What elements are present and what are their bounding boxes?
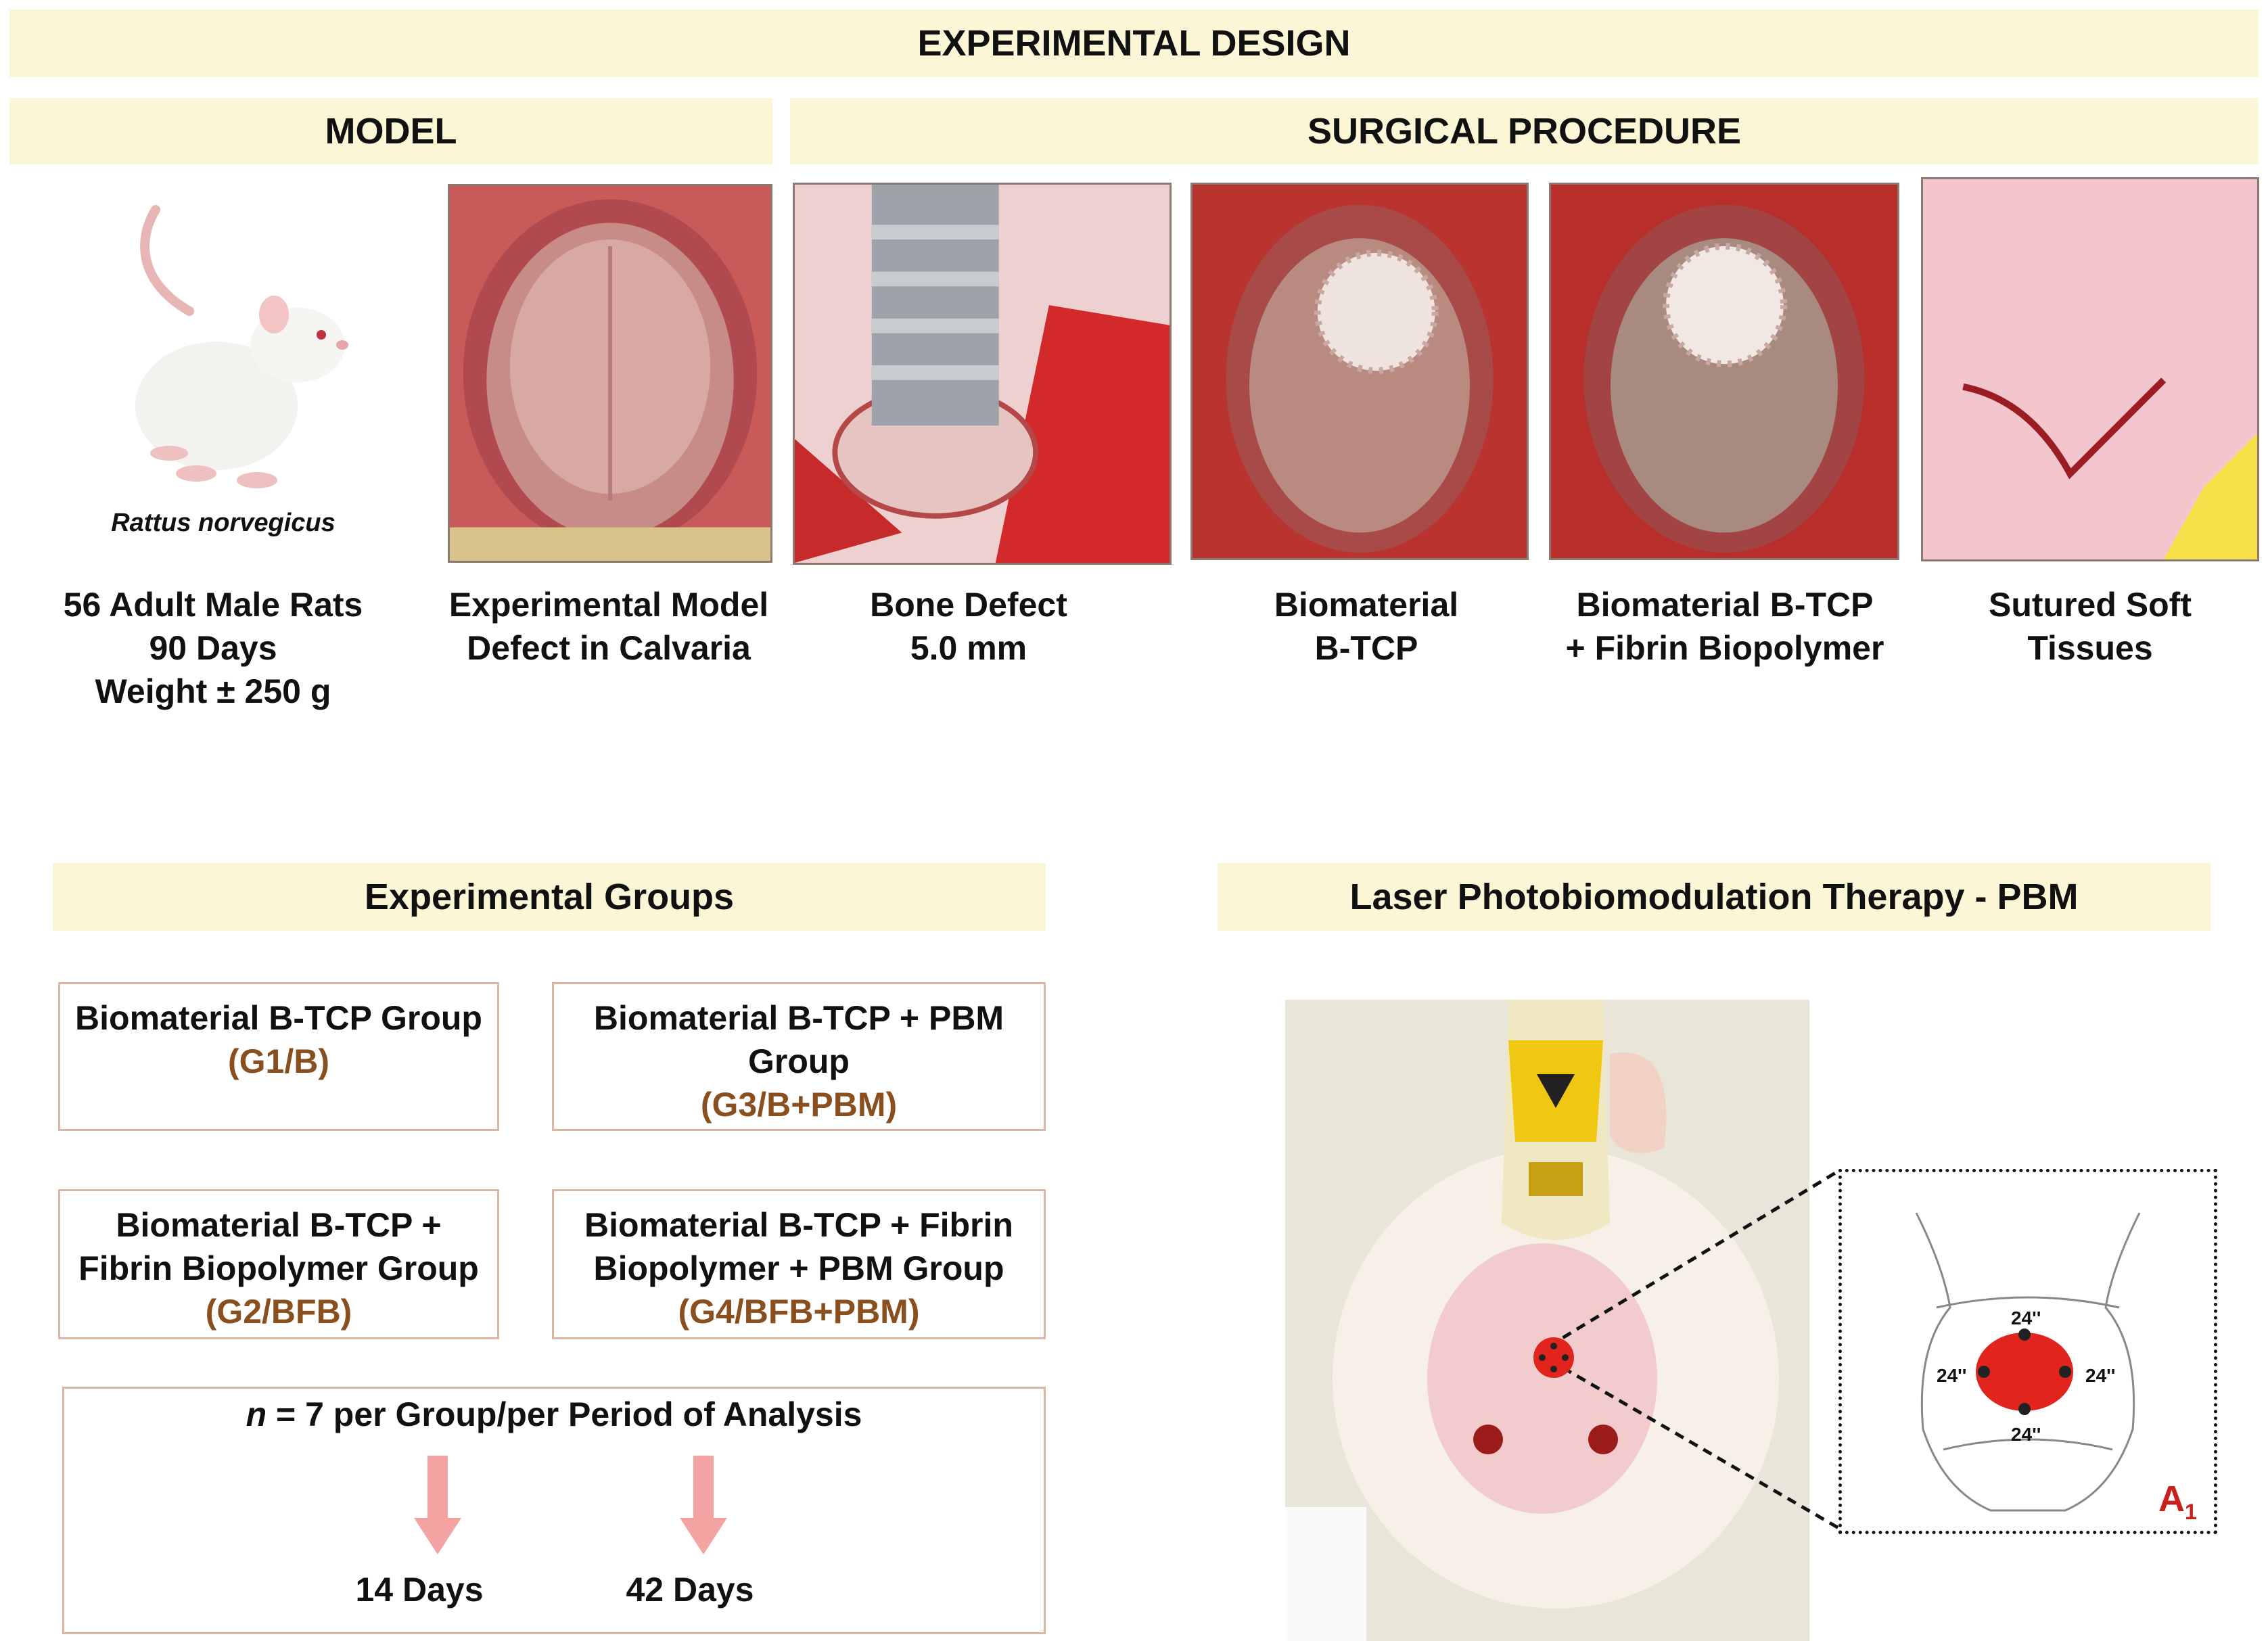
laser-application-photo (1285, 1000, 1809, 1641)
experimental-design-title: EXPERIMENTAL DESIGN (917, 23, 1351, 64)
bone-defect-photo (793, 183, 1172, 565)
group-label: Group (748, 1042, 850, 1080)
period-arrow-42 (680, 1456, 727, 1554)
laser-spot-marker (1533, 1337, 1574, 1378)
biomaterial-caption-line: Biomaterial (1274, 586, 1459, 624)
bone-defect-caption-line: 5.0 mm (910, 629, 1027, 667)
model-title: MODEL (325, 111, 457, 152)
pbm-detail-connector (1548, 1168, 1841, 1531)
pbm-title: Laser Photobiomodulation Therapy - PBM (1349, 877, 2079, 917)
group-g4-box: Biomaterial B-TCP + Fibrin Biopolymer + … (552, 1189, 1046, 1339)
surgical-procedure-title: SURGICAL PROCEDURE (1307, 111, 1742, 152)
period-14-label: 14 Days (355, 1571, 484, 1609)
period-42-label: 42 Days (626, 1571, 754, 1609)
group-label: Biomaterial B-TCP + PBM (593, 999, 1004, 1037)
group-code: (G2/BFB) (205, 1293, 352, 1331)
analysis-period-box: n = 7 per Group/per Period of Analysis (62, 1387, 1046, 1634)
species-label: Rattus norvegicus (111, 509, 335, 537)
sample-size-text: n = 7 per Group/per Period of Analysis (64, 1393, 1044, 1436)
time-label-right: 24'' (2085, 1365, 2116, 1386)
calvaria-caption: Experimental Model Defect in Calvaria (433, 583, 785, 670)
biomaterial-fibrin-caption-line: Biomaterial B-TCP (1576, 586, 1874, 624)
group-code: (G1/B) (228, 1042, 329, 1080)
calvaria-photo (448, 184, 772, 563)
rat-photo (95, 183, 365, 507)
group-label: Biomaterial B-TCP + (116, 1206, 442, 1244)
biomaterial-caption: Biomaterial B-TCP (1190, 583, 1542, 670)
rats-caption: 56 Adult Male Rats 90 Days Weight ± 250 … (41, 583, 386, 713)
panel-label: A1 (2158, 1478, 2197, 1525)
biomaterial-fibrin-caption-line: + Fibrin Biopolymer (1565, 629, 1884, 667)
sutured-caption-line: Sutured Soft (1989, 586, 2192, 624)
group-label: Fibrin Biopolymer Group (78, 1249, 479, 1287)
panel-label-subscript: 1 (2185, 1499, 2197, 1524)
group-g2-box: Biomaterial B-TCP + Fibrin Biopolymer Gr… (58, 1189, 499, 1339)
group-label: Biomaterial B-TCP Group (75, 999, 482, 1037)
group-g3-box: Biomaterial B-TCP + PBM Group (G3/B+PBM) (552, 982, 1046, 1131)
experimental-groups-title: Experimental Groups (364, 877, 735, 917)
rats-caption-line: Weight ± 250 g (95, 672, 331, 710)
skull-outline (1915, 1212, 2141, 1512)
sample-size-n: n (246, 1395, 267, 1433)
group-code: (G4/BFB+PBM) (678, 1293, 920, 1331)
experimental-design-banner: EXPERIMENTAL DESIGN (9, 9, 2259, 77)
rats-caption-line: 90 Days (149, 629, 277, 667)
time-label-bottom: 24'' (2011, 1424, 2041, 1445)
laser-points-diagram (1976, 1328, 2073, 1415)
group-code: (G3/B+PBM) (700, 1086, 898, 1124)
calvaria-caption-line: Experimental Model (448, 586, 769, 624)
bone-defect-caption-line: Bone Defect (870, 586, 1067, 624)
time-label-top: 24'' (2011, 1308, 2041, 1328)
sutured-tissue-photo (1921, 177, 2259, 561)
bone-defect-caption: Bone Defect 5.0 mm (793, 583, 1144, 670)
experimental-groups-banner: Experimental Groups (53, 863, 1046, 931)
rats-caption-line: 56 Adult Male Rats (63, 586, 363, 624)
calvaria-caption-line: Defect in Calvaria (467, 629, 751, 667)
sample-size-rest: = 7 per Group/per Period of Analysis (267, 1395, 862, 1433)
sutured-caption-line: Tissues (2027, 629, 2153, 667)
pbm-detail-panel: 24'' 24'' 24'' 24'' A1 (1838, 1169, 2217, 1534)
time-label-left: 24'' (1937, 1365, 1967, 1386)
sutured-caption: Sutured Soft Tissues (1921, 583, 2259, 670)
period-arrow-14 (414, 1456, 461, 1554)
group-label: Biomaterial B-TCP + Fibrin (584, 1206, 1013, 1244)
surgical-procedure-banner: SURGICAL PROCEDURE (790, 98, 2259, 164)
pbm-banner: Laser Photobiomodulation Therapy - PBM (1218, 863, 2211, 931)
panel-label-letter: A (2158, 1479, 2185, 1519)
biomaterial-caption-line: B-TCP (1314, 629, 1418, 667)
group-label: Biopolymer + PBM Group (593, 1249, 1004, 1287)
model-banner: MODEL (9, 98, 772, 164)
biomaterial-photo (1190, 183, 1529, 560)
biomaterial-fibrin-caption: Biomaterial B-TCP + Fibrin Biopolymer (1535, 583, 1914, 670)
group-g1-box: Biomaterial B-TCP Group (G1/B) (58, 982, 499, 1131)
biomaterial-fibrin-photo (1549, 183, 1899, 560)
